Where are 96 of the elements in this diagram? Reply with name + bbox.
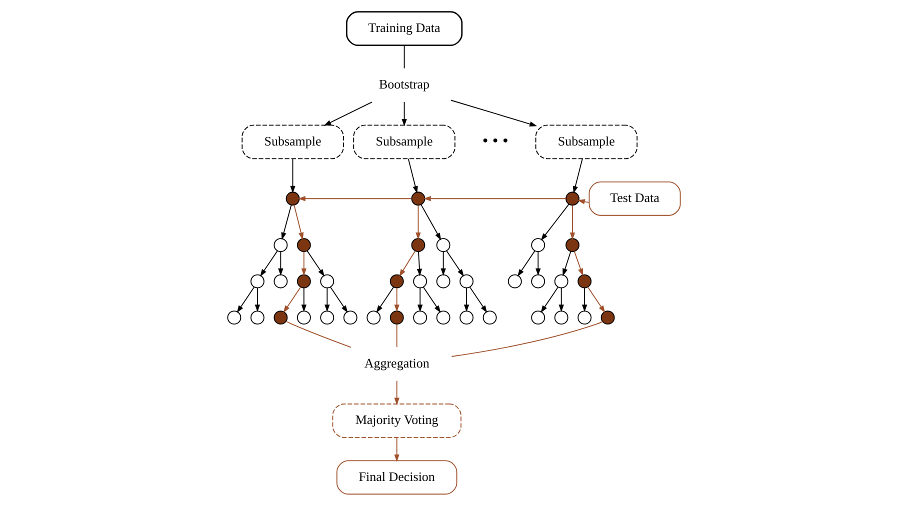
arrow <box>330 286 348 313</box>
node-circle <box>531 274 546 288</box>
node-circle <box>554 310 568 325</box>
arrow <box>416 251 422 276</box>
node-circle <box>578 274 592 288</box>
node-circle <box>411 192 426 206</box>
connector <box>451 321 603 357</box>
node-circle <box>413 274 428 288</box>
node-circle <box>274 310 288 325</box>
arrow <box>517 250 536 277</box>
node-box: Subsample <box>353 124 456 160</box>
node-circle <box>296 274 311 288</box>
arrow <box>376 286 394 313</box>
arrow <box>422 286 441 313</box>
node-circle <box>566 192 580 206</box>
node-circle <box>413 310 428 325</box>
arrow <box>540 286 559 313</box>
arrow <box>283 286 302 313</box>
arrow <box>574 250 584 276</box>
connector <box>404 44 405 69</box>
node-box: Test Data <box>588 181 681 216</box>
arrow <box>298 196 412 202</box>
node-text: Aggregation <box>364 355 430 370</box>
arrow <box>294 204 304 240</box>
node-circle <box>566 238 580 252</box>
node-circle <box>250 310 264 325</box>
node-circle <box>296 310 311 325</box>
node-circle <box>320 274 334 288</box>
node-box: Training Data <box>346 11 463 46</box>
arrow <box>536 251 541 276</box>
node-text: Bootstrap <box>379 76 430 92</box>
arrow <box>278 251 284 276</box>
arrow <box>254 287 260 312</box>
node-circle <box>531 310 546 325</box>
arrow <box>399 250 416 277</box>
label: • • • <box>482 131 508 150</box>
arrow <box>394 437 400 462</box>
arrow <box>558 287 564 312</box>
node-box: Final Decision <box>336 460 458 495</box>
node-circle <box>227 310 242 325</box>
arrow <box>570 204 576 240</box>
arrow <box>540 204 570 241</box>
arrow <box>417 287 423 312</box>
node-circle <box>578 310 592 325</box>
connector <box>396 324 398 348</box>
node-circle <box>274 238 288 252</box>
node-circle <box>482 310 497 325</box>
node-box: Majority Voting <box>332 404 462 438</box>
node-circle <box>390 310 404 325</box>
arrow <box>416 204 421 240</box>
node-circle <box>343 310 358 325</box>
node-circle <box>436 238 450 252</box>
arrow <box>469 286 488 313</box>
node-circle <box>436 310 450 325</box>
node-circle <box>390 274 404 288</box>
arrow <box>587 286 606 313</box>
node-circle <box>554 274 568 288</box>
arrow <box>464 287 470 312</box>
arrow <box>301 287 307 312</box>
arrow <box>324 102 372 126</box>
node-circle <box>436 274 450 288</box>
node-circle <box>531 238 546 252</box>
node-circle <box>600 310 615 325</box>
node-circle <box>460 274 474 288</box>
arrow <box>582 287 588 312</box>
node-circle <box>366 310 381 325</box>
arrow <box>394 380 400 406</box>
arrow <box>420 204 442 240</box>
arrow <box>324 287 330 312</box>
connector <box>286 320 352 348</box>
arrow <box>572 158 583 194</box>
node-box: Subsample <box>535 124 638 160</box>
node-circle <box>411 238 426 252</box>
arrow <box>281 204 292 240</box>
node-circle <box>508 274 522 288</box>
arrow <box>306 250 325 277</box>
node-circle <box>250 274 264 288</box>
arrow <box>577 199 590 204</box>
arrow <box>450 100 538 127</box>
arrow <box>402 102 407 126</box>
node-circle <box>320 310 334 325</box>
node-circle <box>286 192 300 206</box>
arrow <box>301 251 307 276</box>
arrow <box>394 287 400 312</box>
node-box: Subsample <box>242 124 344 160</box>
arrow <box>408 158 418 194</box>
arrow <box>290 158 296 194</box>
arrow <box>440 251 446 276</box>
arrow <box>446 250 464 277</box>
node-circle <box>460 310 474 325</box>
arrow <box>562 250 572 276</box>
arrow <box>423 196 566 202</box>
arrow <box>260 250 278 277</box>
arrow <box>236 286 255 313</box>
node-circle <box>274 274 288 288</box>
node-circle <box>296 238 311 252</box>
